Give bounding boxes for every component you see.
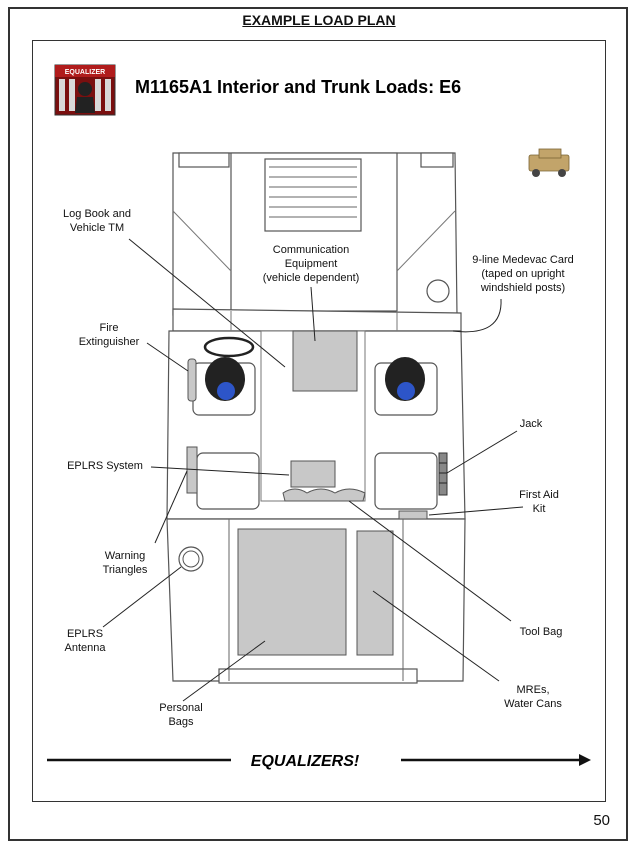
label-antenna-2: Antenna	[65, 642, 107, 654]
label-first-aid-1: First Aid	[519, 489, 559, 501]
hood-detail	[172, 210, 456, 331]
comm-equipment-box	[292, 330, 358, 392]
load-plan-diagram: EQUALIZER M1165A1 Interior and Trunk Loa…	[47, 64, 591, 770]
label-first-aid-2: Kit	[533, 503, 546, 515]
label-warning-1: Warning	[105, 550, 146, 562]
label-comm-2: Equipment	[285, 258, 338, 270]
label-comm-1: Communication	[273, 244, 349, 256]
label-eplrs-system: EPLRS System	[67, 460, 143, 472]
personal-bags-area	[237, 528, 347, 656]
label-medevac-1: 9-line Medevac Card	[472, 254, 574, 266]
label-personal-1: Personal	[159, 702, 202, 714]
page-heading: EXAMPLE LOAD PLAN	[242, 12, 396, 28]
label-mres-2: Water Cans	[504, 698, 562, 710]
leader-lines	[102, 238, 524, 702]
footer-arrow: EQUALIZERS!	[47, 753, 591, 770]
label-mres-1: MREs,	[517, 684, 550, 696]
tool-bag-shape	[282, 488, 366, 502]
first-aid-kit-box	[398, 510, 428, 520]
logo-text: EQUALIZER	[65, 69, 105, 76]
label-log-book-1: Log Book and	[63, 208, 131, 220]
eplrs-antenna-base	[178, 546, 204, 572]
rear-right-seat	[374, 452, 438, 510]
label-jack: Jack	[520, 418, 543, 430]
steering-wheel-icon	[203, 336, 255, 358]
humvee-icon	[528, 148, 570, 177]
slide-title: M1165A1 Interior and Trunk Loads: E6	[135, 77, 461, 97]
slide-panel: EQUALIZER M1165A1 Interior and Trunk Loa…	[32, 40, 606, 802]
jack-shape	[438, 452, 448, 496]
label-antenna-1: EPLRS	[67, 628, 103, 640]
label-medevac-2: (taped on upright	[481, 268, 564, 280]
label-fire-1: Fire	[100, 322, 119, 334]
eplrs-box	[290, 460, 336, 488]
fire-extinguisher-shape	[187, 358, 197, 402]
label-comm-3: (vehicle dependent)	[263, 272, 360, 284]
rear-left-seat	[196, 452, 260, 510]
page-number: 50	[593, 812, 610, 829]
label-fire-2: Extinguisher	[79, 336, 140, 348]
driver-figure	[205, 357, 245, 401]
label-medevac-3: windshield posts)	[480, 282, 565, 294]
label-tool-bag: Tool Bag	[520, 626, 563, 638]
hood-grille	[269, 166, 357, 218]
mres-area	[356, 530, 394, 656]
label-log-book-2: Vehicle TM	[70, 222, 124, 234]
passenger-figure	[385, 357, 425, 401]
page-border	[8, 7, 628, 841]
label-warning-2: Triangles	[103, 564, 148, 576]
label-personal-2: Bags	[168, 716, 194, 728]
equalizer-logo: EQUALIZER	[54, 64, 116, 116]
footer-text: EQUALIZERS!	[251, 753, 360, 770]
